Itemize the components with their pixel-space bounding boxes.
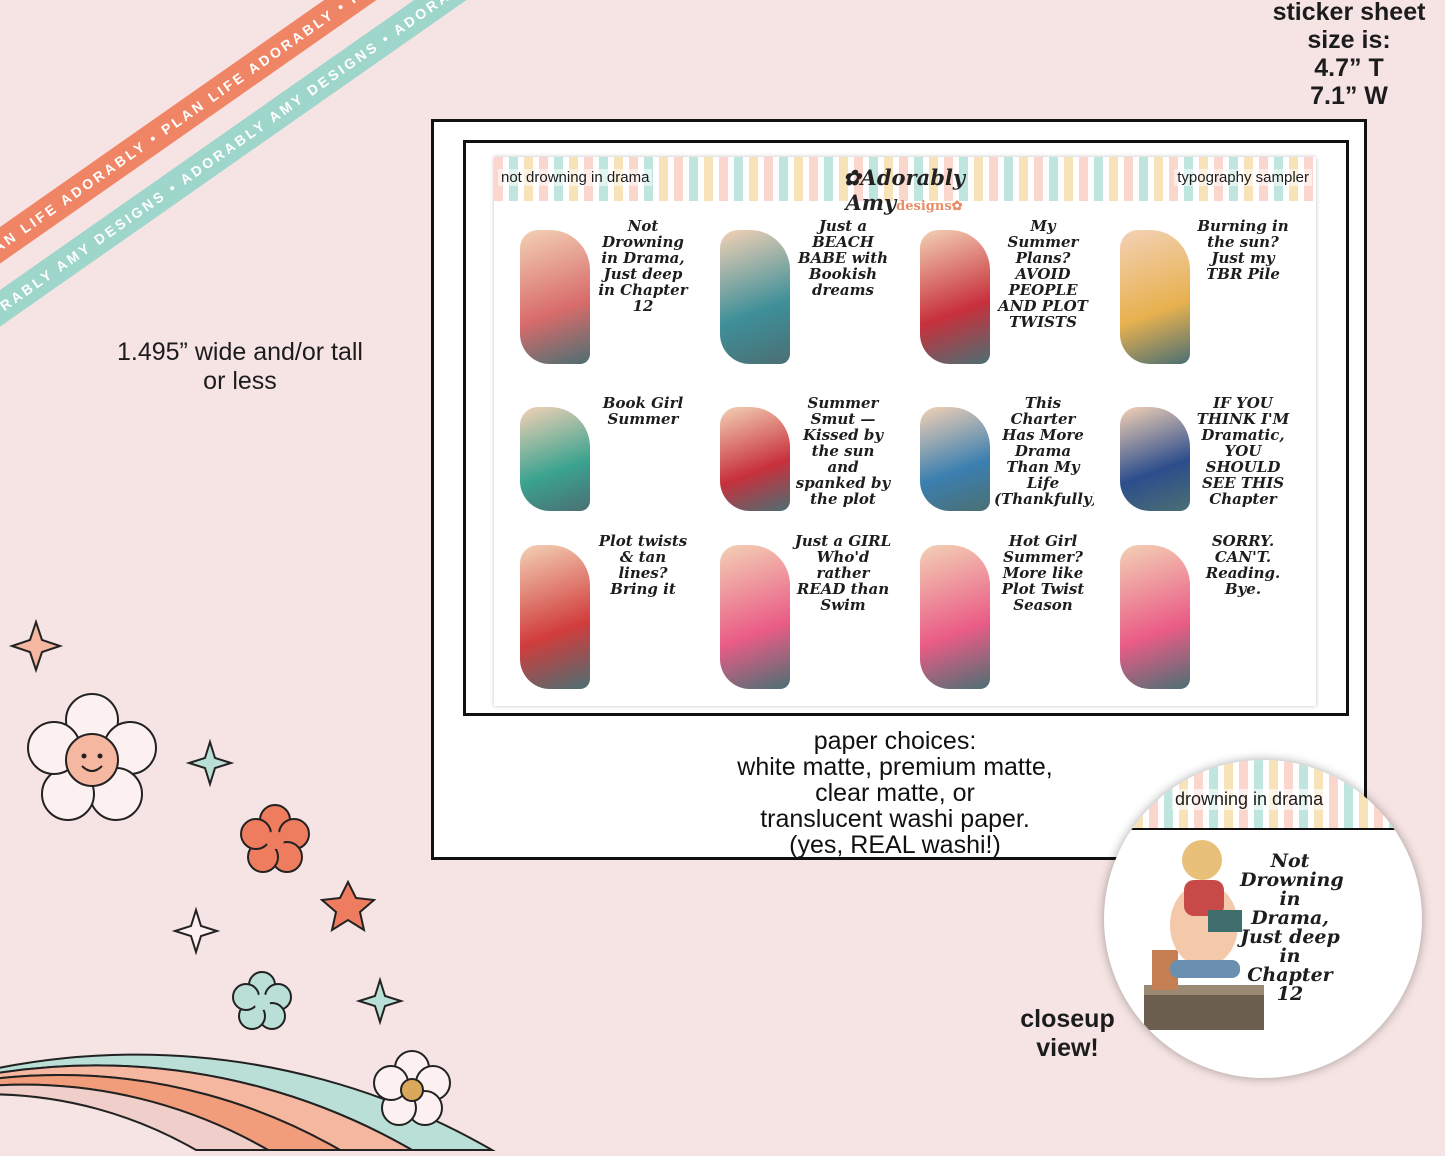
- closeup-label-line: closeup: [1020, 1005, 1115, 1033]
- paper-line: (yes, REAL washi!): [789, 831, 1001, 859]
- sticker-illustration: [920, 545, 990, 689]
- sticker-illustration: [720, 545, 790, 689]
- brand-logo: ✿Adorably Amydesigns✿: [784, 165, 1024, 215]
- sticker-caption: Plot twists & tan lines? Bring it: [598, 532, 688, 598]
- closeup-label-line: view!: [1036, 1034, 1099, 1062]
- sticker-9: Plot twists & tan lines? Bring it: [514, 527, 694, 697]
- sheet-header-strip: not drowning in drama ✿Adorably Amydesig…: [494, 157, 1316, 215]
- sheet-title: not drowning in drama: [498, 169, 653, 186]
- sticker-caption: Summer Smut — Kissed by the sun and span…: [795, 394, 891, 508]
- sticker-dimension-note: 1.495” wide and/or tall or less: [90, 338, 390, 396]
- dim-note-line: or less: [203, 367, 277, 395]
- sticker-11: Hot Girl Summer? More like Plot Twist Se…: [914, 527, 1094, 697]
- sticker-6: Summer Smut — Kissed by the sun and span…: [714, 389, 894, 519]
- logo-main-text: ✿Adorably Amy: [842, 165, 966, 215]
- sticker-illustration: [1120, 407, 1190, 511]
- paper-line: paper choices:: [813, 727, 977, 755]
- closeup-header-strip: drowning in drama: [1104, 760, 1422, 830]
- daisy-flower-icon: [373, 1050, 451, 1126]
- sticker-illustration: [1120, 545, 1190, 689]
- size-note-line: 7.1” W: [1310, 82, 1388, 110]
- mint-flower-icon: [232, 971, 292, 1030]
- sticker-caption: Just a GIRL Who'd rather READ than Swim: [794, 532, 892, 614]
- paper-line: clear matte, or: [815, 779, 975, 807]
- sticker-illustration: [1120, 230, 1190, 364]
- smiley-flower-icon: [27, 693, 157, 821]
- sticker-caption: Not Drowning in Drama, Just deep in Chap…: [598, 217, 688, 315]
- paper-line: translucent washi paper.: [760, 805, 1030, 833]
- sticker-1: Not Drowning in Drama, Just deep in Chap…: [514, 212, 694, 372]
- sticker-sheet: not drowning in drama ✿Adorably Amydesig…: [494, 157, 1316, 706]
- sticker-illustration: [720, 407, 790, 511]
- sticker-8: IF YOU THINK I'M Dramatic, YOU SHOULD SE…: [1114, 389, 1294, 519]
- sticker-4: Burning in the sun? Just my TBR Pile: [1114, 212, 1294, 372]
- star-icon: [319, 879, 377, 933]
- sparkle-icon: [355, 976, 405, 1026]
- size-note-line: size is:: [1307, 26, 1391, 54]
- sticker-caption: SORRY. CAN'T. Reading. Bye.: [1205, 532, 1281, 598]
- sticker-caption: This Charter Has More Drama Than My Life…: [994, 394, 1094, 508]
- sticker-caption: Just a BEACH BABE with Bookish dreams: [797, 217, 889, 299]
- closeup-circle: drowning in drama Not Drowning in Drama,…: [1104, 760, 1422, 1078]
- sticker-caption: Hot Girl Summer? More like Plot Twist Se…: [1001, 532, 1085, 614]
- size-note-line: 4.7” T: [1314, 54, 1384, 82]
- sticker-10: Just a GIRL Who'd rather READ than Swim: [714, 527, 894, 697]
- sticker-3: My Summer Plans? AVOID PEOPLE AND PLOT T…: [914, 212, 1094, 372]
- sticker-2: Just a BEACH BABE with Bookish dreams: [714, 212, 894, 372]
- closeup-pinup-illustration: [1144, 840, 1264, 1030]
- dim-note-line: 1.495” wide and/or tall: [117, 338, 363, 366]
- size-note-line: sticker sheet: [1272, 0, 1426, 26]
- sticker-caption: Book Girl Summer: [602, 394, 684, 428]
- sticker-7: This Charter Has More Drama Than My Life…: [914, 389, 1094, 519]
- sparkle-icon: [185, 738, 235, 788]
- coral-flower-icon: [240, 804, 310, 873]
- sheet-subtitle: typography sampler: [1174, 169, 1312, 186]
- sticker-illustration: [920, 407, 990, 511]
- sparkle-icon: [8, 618, 64, 674]
- sticker-caption: IF YOU THINK I'M Dramatic, YOU SHOULD SE…: [1196, 394, 1290, 508]
- sticker-caption: Burning in the sun? Just my TBR Pile: [1197, 217, 1289, 283]
- sticker-12: SORRY. CAN'T. Reading. Bye.: [1114, 527, 1294, 697]
- sticker-illustration: [920, 230, 990, 364]
- closeup-header-text: drowning in drama: [1172, 789, 1327, 810]
- rainbow-illustration: [0, 618, 496, 1151]
- logo-small-text: designs✿: [896, 199, 963, 214]
- sticker-illustration: [520, 230, 590, 364]
- sticker-caption: My Summer Plans? AVOID PEOPLE AND PLOT T…: [998, 217, 1088, 331]
- sticker-sheet-size-note: sticker sheet size is: 4.7” T 7.1” W: [1259, 0, 1439, 110]
- closeup-label: closeup view!: [1005, 1005, 1130, 1063]
- sparkle-icon: [171, 906, 221, 956]
- sticker-illustration: [720, 230, 790, 364]
- paper-line: white matte, premium matte,: [737, 753, 1053, 781]
- sticker-illustration: [520, 545, 590, 689]
- sticker-illustration: [520, 407, 590, 511]
- paper-choices-text: paper choices: white matte, premium matt…: [660, 728, 1130, 858]
- sticker-5: Book Girl Summer: [514, 389, 694, 519]
- closeup-caption: Not Drowning in Drama, Just deep in Chap…: [1240, 850, 1344, 1005]
